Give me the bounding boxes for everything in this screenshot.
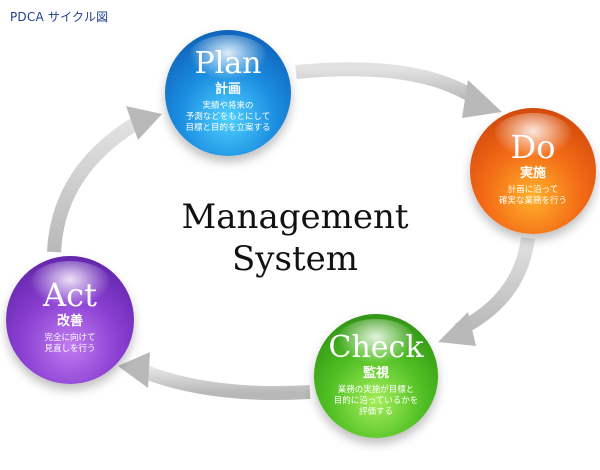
management-system-title: Management System bbox=[150, 196, 440, 280]
check-desc-line: 評価する bbox=[358, 407, 393, 417]
arrow-act-to-plan-head bbox=[126, 106, 162, 140]
center-line-2: System bbox=[232, 239, 358, 279]
arrow-act-to-plan bbox=[47, 115, 142, 253]
plan-desc-line: 実績や将来の bbox=[202, 101, 254, 111]
check-sphere: Check 監視 業務の実施が目標と 目的に沿っているかを 評価する bbox=[314, 314, 438, 438]
plan-subtitle: 計画 bbox=[214, 82, 241, 97]
center-line-1: Management bbox=[181, 197, 409, 237]
check-desc-line: 目的に沿っているかを bbox=[333, 396, 419, 406]
arrow-plan-to-do bbox=[295, 62, 482, 106]
check-description: 業務の実施が目標と 目的に沿っているかを 評価する bbox=[314, 385, 438, 418]
check-title: Check bbox=[328, 330, 424, 365]
do-subtitle: 実施 bbox=[519, 166, 546, 181]
do-desc-line: 確実な業務を行う bbox=[498, 196, 567, 206]
act-desc-line: 完全に向けて bbox=[44, 333, 96, 343]
plan-sphere: Plan 計画 実績や将来の 予測などをもとにして 目標と目的を立案する bbox=[165, 30, 291, 156]
arrow-do-to-check bbox=[454, 236, 535, 337]
do-sphere: Do 実施 計画に沿って 確実な業務を行う bbox=[470, 108, 596, 234]
do-title: Do bbox=[510, 128, 556, 166]
act-description: 完全に向けて 見直しを行う bbox=[6, 333, 134, 355]
act-desc-line: 見直しを行う bbox=[44, 344, 96, 354]
do-desc-line: 計画に沿って bbox=[507, 185, 559, 195]
arrow-check-to-act bbox=[137, 363, 311, 401]
check-desc-line: 業務の実施が目標と bbox=[337, 385, 415, 395]
act-sphere: Act 改善 完全に向けて 見直しを行う bbox=[6, 256, 134, 384]
do-description: 計画に沿って 確実な業務を行う bbox=[470, 185, 596, 207]
arrow-check-to-act-head bbox=[118, 352, 150, 388]
act-title: Act bbox=[43, 276, 97, 314]
arrow-do-to-check-head bbox=[438, 312, 476, 346]
arrow-plan-to-do-head bbox=[462, 80, 502, 118]
plan-title: Plan bbox=[194, 46, 262, 81]
diagram-label: PDCA サイクル図 bbox=[10, 10, 109, 24]
act-subtitle: 改善 bbox=[56, 314, 83, 329]
plan-desc-line: 予測などをもとにして bbox=[185, 112, 271, 122]
check-subtitle: 監視 bbox=[362, 366, 389, 381]
plan-description: 実績や将来の 予測などをもとにして 目標と目的を立案する bbox=[165, 101, 291, 134]
plan-desc-line: 目標と目的を立案する bbox=[185, 123, 271, 133]
